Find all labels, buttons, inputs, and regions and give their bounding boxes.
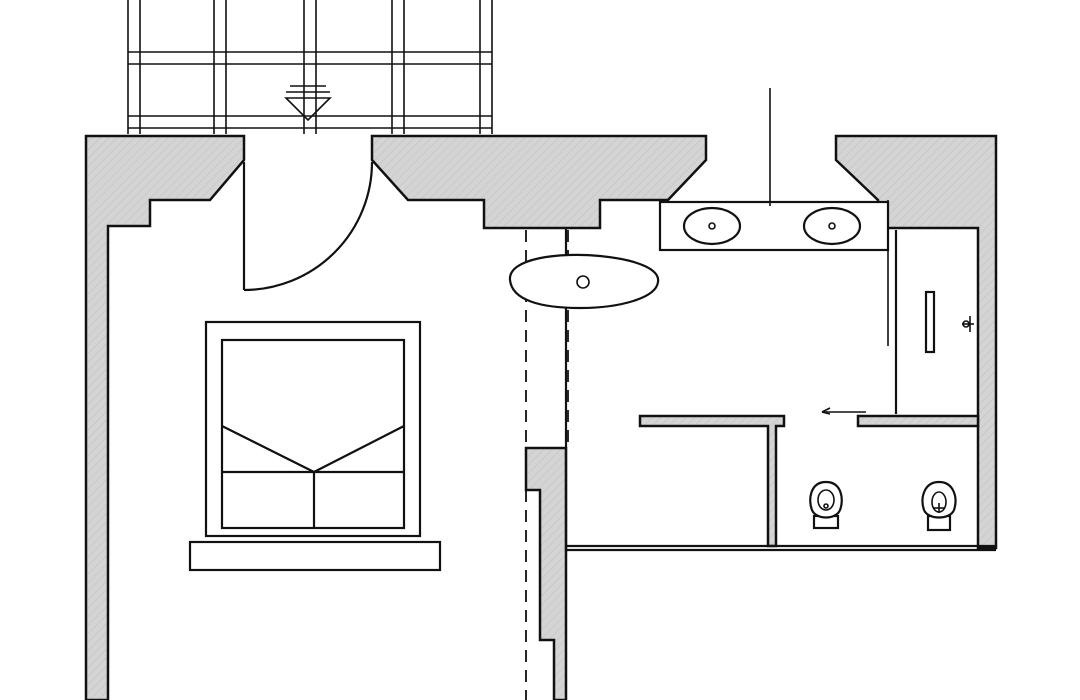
double-vanity (658, 88, 890, 252)
shower (821, 200, 974, 415)
wall-top-right (834, 134, 998, 550)
toilet (921, 480, 957, 532)
bed (188, 320, 442, 572)
door (242, 161, 374, 292)
entrance-arrow-icon (284, 85, 332, 122)
wall-bath-divider-left (638, 414, 786, 548)
wall-top-middle (370, 134, 708, 230)
bathtub (508, 253, 660, 310)
bidet (809, 480, 843, 530)
wall-partition (524, 446, 568, 700)
wall-top-left (84, 134, 246, 700)
wall-bath-divider-right (856, 414, 980, 428)
balcony-railing (127, 0, 493, 134)
